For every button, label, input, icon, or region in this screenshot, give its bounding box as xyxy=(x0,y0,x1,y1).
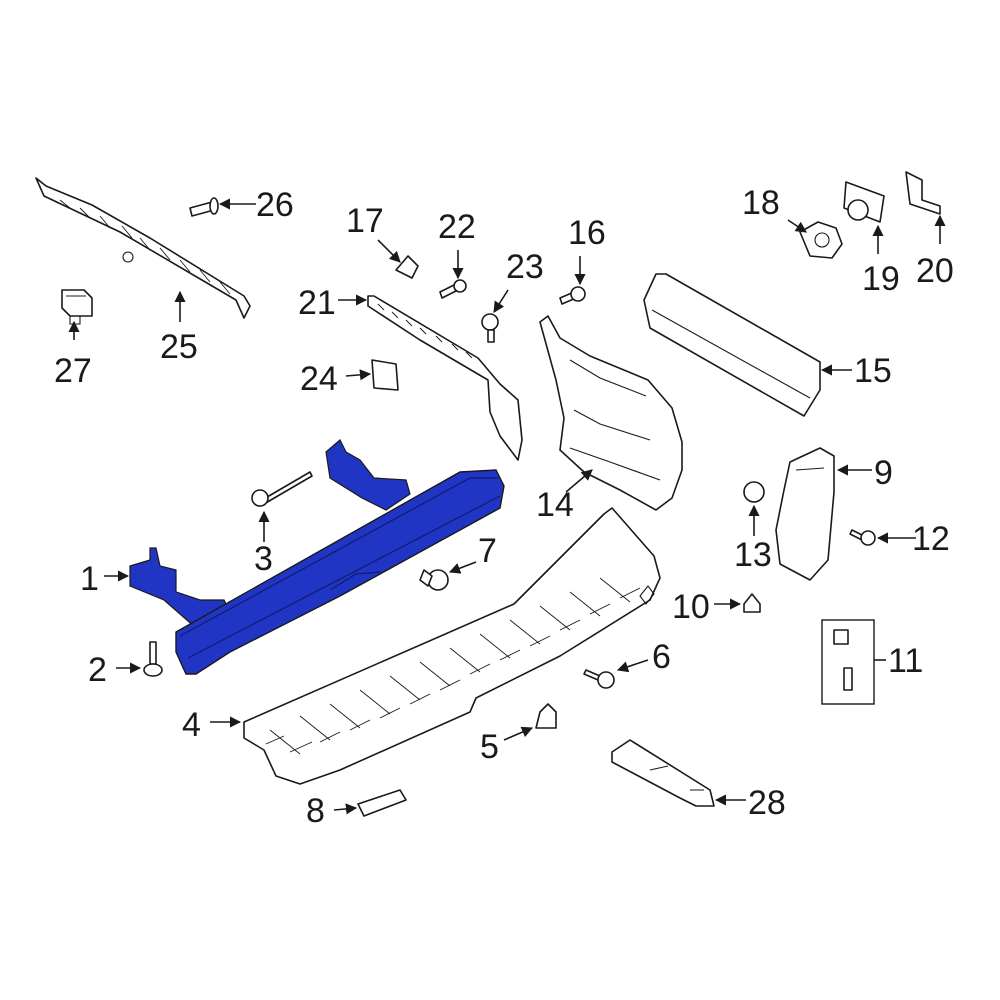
clip-27-part[interactable] xyxy=(61,289,93,325)
callout-10: 10 xyxy=(672,588,710,626)
callout-18: 18 xyxy=(742,184,780,222)
clip-7-part[interactable] xyxy=(419,569,449,591)
callout-22: 22 xyxy=(438,208,476,246)
callout-28: 28 xyxy=(748,784,786,822)
cover-bracket-9-part[interactable] xyxy=(775,447,835,581)
tow-bracket-28-part[interactable] xyxy=(611,739,715,807)
rail-15-part[interactable] xyxy=(643,273,821,417)
callout-12: 12 xyxy=(912,520,950,558)
callout-9: 9 xyxy=(874,454,893,492)
bracket-20-part[interactable] xyxy=(905,171,941,215)
bolt-26-part[interactable] xyxy=(189,197,219,217)
leader-lines xyxy=(68,198,946,815)
callout-2: 2 xyxy=(88,651,107,689)
clip-24-part[interactable] xyxy=(371,359,399,391)
callout-16: 16 xyxy=(568,214,606,252)
callout-25: 25 xyxy=(160,328,198,366)
bolt-16-part[interactable] xyxy=(559,286,586,305)
callout-11: 11 xyxy=(888,642,923,680)
plate-19-part[interactable] xyxy=(843,181,885,223)
nut-18-part[interactable] xyxy=(799,221,843,259)
callout-8: 8 xyxy=(306,792,325,830)
bolt-2-part[interactable] xyxy=(143,641,163,677)
fastener-kit-11-part[interactable] xyxy=(821,619,875,705)
bolt-23-part[interactable] xyxy=(481,313,499,343)
callout-14: 14 xyxy=(536,486,574,524)
callout-17: 17 xyxy=(346,202,384,240)
callout-7: 7 xyxy=(478,532,497,570)
callout-27: 27 xyxy=(54,352,92,390)
callout-21: 21 xyxy=(298,284,336,322)
callout-24: 24 xyxy=(300,360,338,398)
bolt-12-part[interactable] xyxy=(849,529,876,546)
callout-19: 19 xyxy=(862,260,900,298)
push-pin-17-part[interactable] xyxy=(395,255,419,279)
reflector-8-part[interactable] xyxy=(357,789,407,817)
bolt-22-part[interactable] xyxy=(439,279,467,299)
clip-13-part[interactable] xyxy=(743,481,765,503)
bracket-1-part[interactable] xyxy=(129,439,411,629)
bolt-3-part[interactable] xyxy=(251,471,313,507)
callout-labels: 1 2 3 4 5 6 7 8 9 10 11 12 13 14 15 16 1… xyxy=(54,184,954,830)
energy-absorber-part[interactable] xyxy=(35,177,251,319)
bracket-21-part[interactable] xyxy=(367,295,523,461)
bolt-6-part[interactable] xyxy=(583,669,615,689)
clip-10-part[interactable] xyxy=(743,593,761,613)
callout-13: 13 xyxy=(734,536,772,574)
callout-15: 15 xyxy=(854,352,892,390)
callout-5: 5 xyxy=(480,728,499,766)
callout-20: 20 xyxy=(916,252,954,290)
callout-6: 6 xyxy=(652,638,671,676)
callout-3: 3 xyxy=(254,540,273,578)
corner-bracket-14-part[interactable] xyxy=(539,315,683,511)
callout-26: 26 xyxy=(256,186,294,224)
bumper-reinforcement-beam[interactable] xyxy=(175,469,505,675)
callout-1: 1 xyxy=(80,560,99,598)
step-pad-part[interactable] xyxy=(243,507,661,785)
callout-4: 4 xyxy=(182,706,201,744)
retainer-5-part[interactable] xyxy=(535,703,557,729)
callout-23: 23 xyxy=(506,248,544,286)
